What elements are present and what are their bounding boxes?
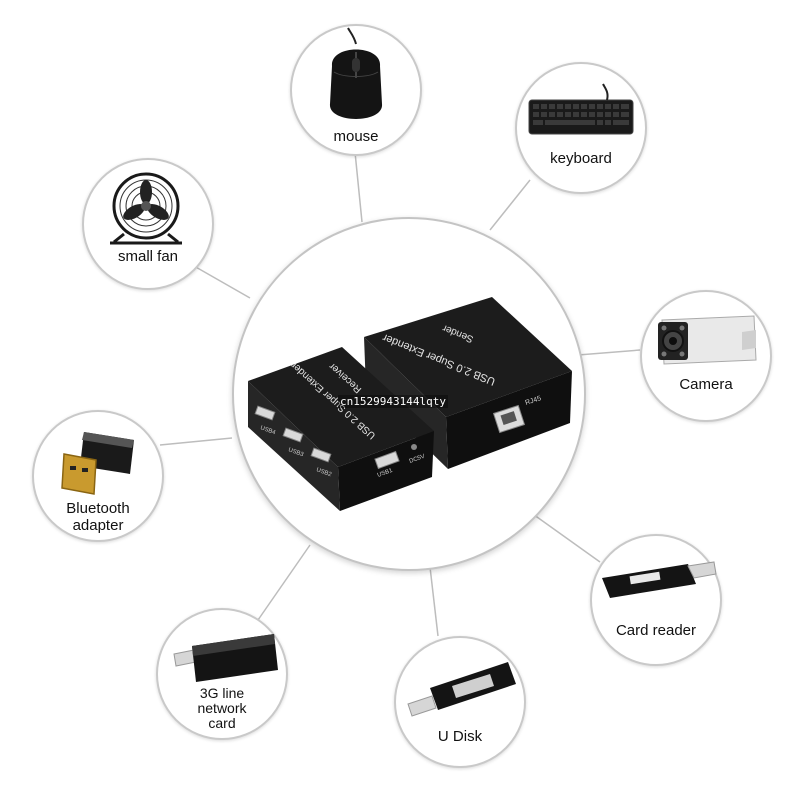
udisk-bubble: U Disk xyxy=(394,636,526,768)
sender-unit: USB 2.0 Super Extender Sender RJ45 xyxy=(364,297,572,469)
usb-extender-illustration: USB 2.0 Super Extender Sender RJ45 USB4 … xyxy=(248,297,572,511)
keyboard-icon xyxy=(528,83,634,135)
sender-port-rj45: RJ45 xyxy=(524,395,542,407)
mouse-icon xyxy=(329,27,383,119)
cardreader-bubble: Card reader xyxy=(590,534,722,666)
port-usb2: USB2 xyxy=(315,467,332,478)
bluetooth-label-line1: Bluetooth adapter xyxy=(66,500,130,534)
fan-icon xyxy=(110,172,182,245)
cardreader-label: Card reader xyxy=(615,622,697,639)
udisk-label: U Disk xyxy=(437,728,483,745)
port-dc5v: DC5V xyxy=(409,454,426,465)
keyboard-label: keyboard xyxy=(550,150,612,167)
camera-bubble: Camera xyxy=(640,290,772,422)
watermark-text: cn1529943144lqty xyxy=(338,395,448,408)
fan-bubble: small fan xyxy=(82,158,214,290)
fan-label: small fan xyxy=(117,248,179,265)
camera-icon xyxy=(658,315,757,365)
bluetooth-adapter-icon xyxy=(61,432,134,495)
network-bubble: 3G line network card xyxy=(156,608,288,740)
card-reader-icon xyxy=(602,561,717,598)
mouse-bubble: mouse xyxy=(290,24,422,156)
port-usb1: USB1 xyxy=(377,468,394,479)
camera-label: Camera xyxy=(679,376,733,393)
port-usb3: USB3 xyxy=(287,447,304,458)
keyboard-bubble: keyboard xyxy=(515,62,647,194)
bluetooth-label: Bluetooth adapter xyxy=(34,500,162,534)
network-label: 3G line network card xyxy=(197,685,247,731)
network-card-icon xyxy=(173,634,278,682)
port-usb4: USB4 xyxy=(259,425,276,436)
receiver-unit: USB4 USB3 USB2 USB1 DC5V USB 2.0 Super E… xyxy=(248,347,434,511)
usb-extender-circle: USB 2.0 Super Extender Sender RJ45 USB4 … xyxy=(232,217,586,571)
mouse-label: mouse xyxy=(333,128,379,145)
bluetooth-bubble: Bluetooth adapter xyxy=(32,410,164,542)
u-disk-icon xyxy=(407,662,516,717)
